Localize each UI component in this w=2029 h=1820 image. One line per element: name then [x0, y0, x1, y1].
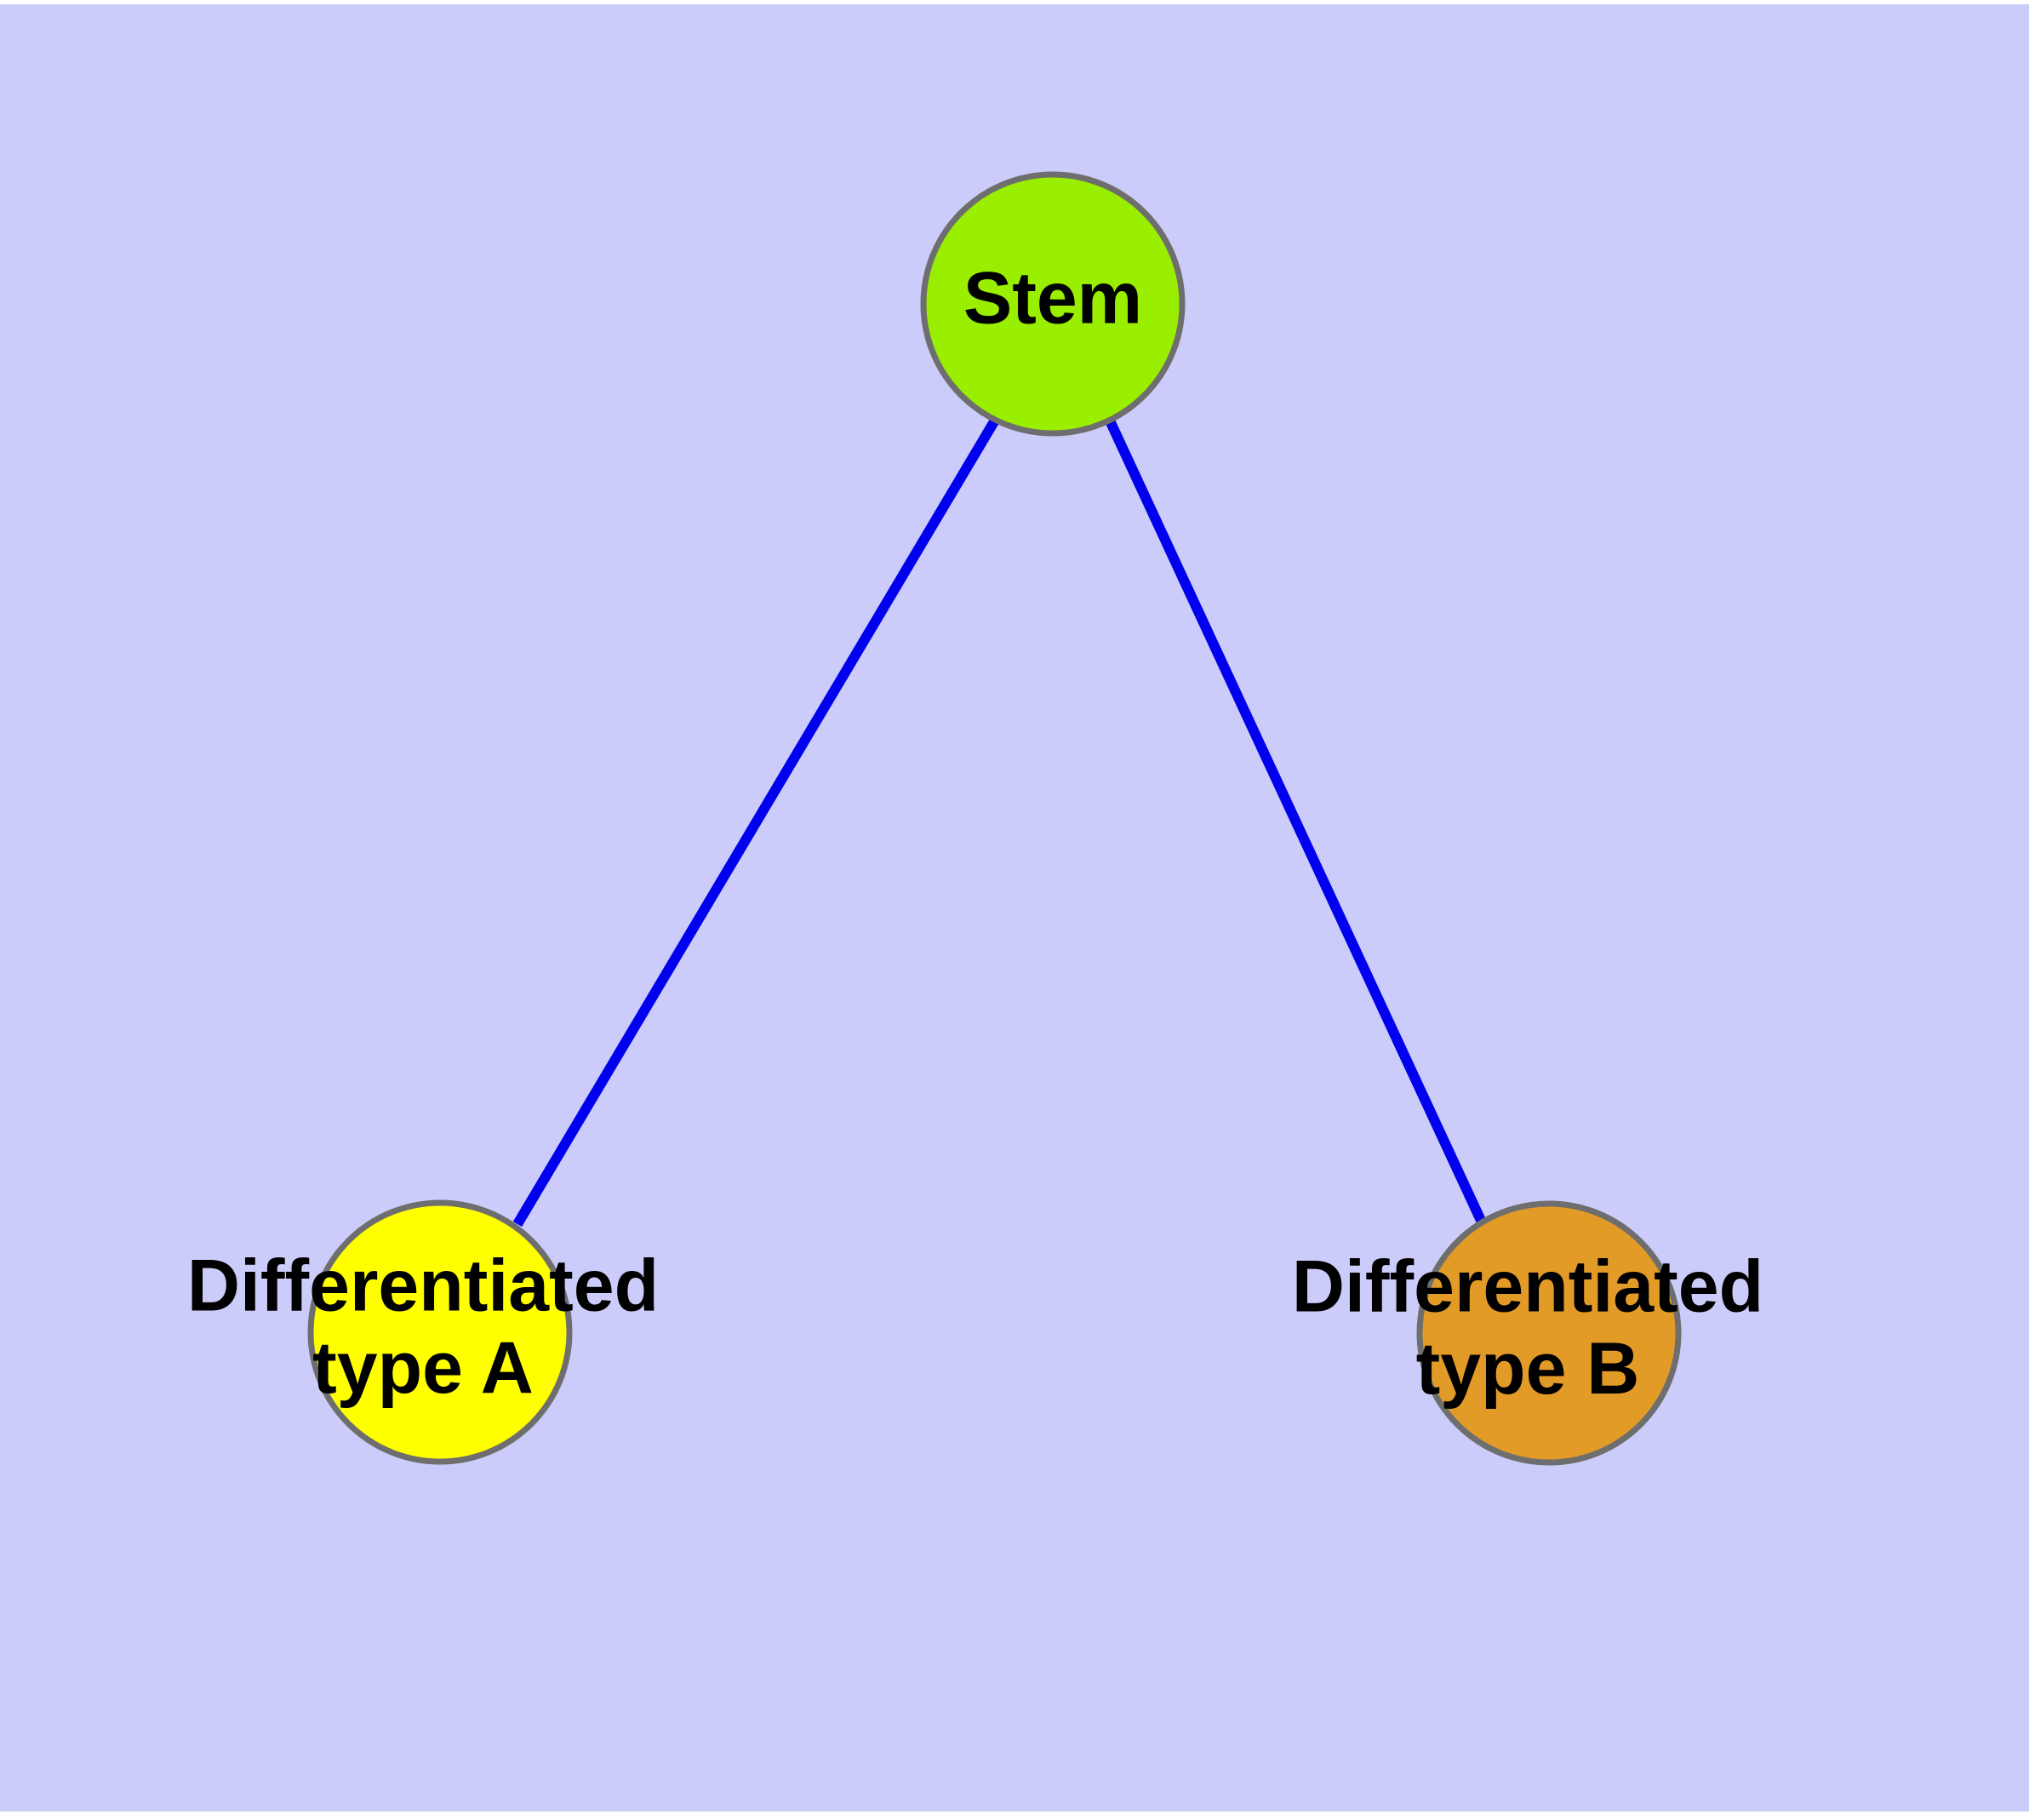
nodes-layer: Stem Differentiated type A Differentiate… [187, 171, 1763, 1466]
node-differentiated-type-b-label-line1: Differentiated [1292, 1246, 1763, 1328]
node-differentiated-type-a-label-line1: Differentiated [187, 1245, 659, 1327]
edges-layer [512, 415, 1488, 1228]
node-differentiated-type-a-circle[interactable] [307, 1199, 573, 1465]
node-differentiated-type-b-circle[interactable] [1416, 1200, 1682, 1466]
node-differentiated-type-a-label-line2: type A [312, 1327, 534, 1409]
node-stem-label-line1: Stem [963, 258, 1142, 340]
node-differentiated-type-a[interactable]: Differentiated type A [187, 1199, 659, 1465]
edge-stem-to-differentiated-type-a[interactable] [512, 415, 1001, 1228]
node-stem-circle[interactable] [920, 171, 1186, 437]
edge-stem-to-differentiated-type-b[interactable] [1104, 416, 1488, 1227]
node-differentiated-type-b-label-line2: type B [1416, 1328, 1640, 1410]
node-differentiated-type-b[interactable]: Differentiated type B [1292, 1200, 1763, 1466]
node-stem[interactable]: Stem [920, 171, 1186, 437]
